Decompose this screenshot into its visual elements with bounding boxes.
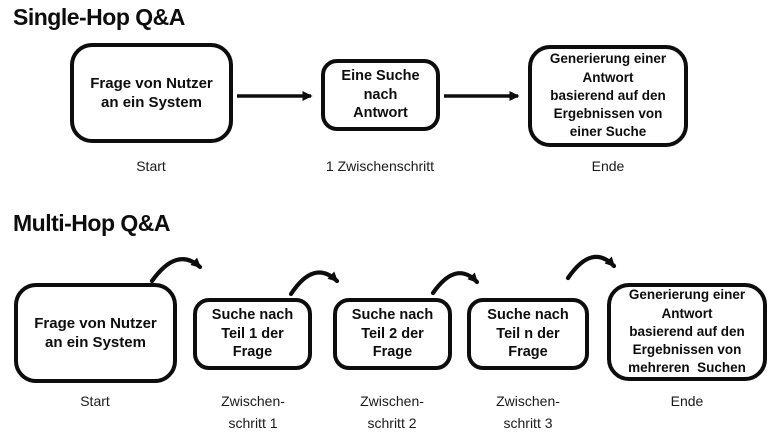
multi-hop-caption-start: Start <box>80 393 110 409</box>
multi-hop-node-step1: Suche nach Teil 1 der Frage <box>193 298 312 370</box>
single-hop-caption-end: Ende <box>591 158 625 174</box>
single-hop-node-end: Generierung einer Antwort basierend auf … <box>528 45 688 147</box>
node-text: Suche nach Teil 2 der Frage <box>351 306 434 361</box>
arrow-multihop-1 <box>149 257 203 284</box>
multi-hop-caption-step3: Zwischen- schritt 3 <box>496 393 560 431</box>
single-hop-caption-step: 1 Zwischenschritt <box>325 158 435 174</box>
node-text: Eine Suche nach Antwort <box>341 67 420 122</box>
node-text: Frage von Nutzer an ein System <box>34 314 157 352</box>
multi-hop-title: Multi-Hop Q&A <box>13 210 171 236</box>
node-text: Frage von Nutzer an ein System <box>90 74 213 112</box>
single-hop-title: Single-Hop Q&A <box>13 4 185 30</box>
multi-hop-node-start: Frage von Nutzer an ein System <box>14 283 177 383</box>
multi-hop-node-step2: Suche nach Teil 2 der Frage <box>333 298 452 370</box>
node-text: Generierung einer Antwort basierend auf … <box>549 51 667 140</box>
node-text: Suche nach Teil n der Frage <box>487 306 569 361</box>
arrow-multihop-2 <box>288 270 340 297</box>
multi-hop-caption-end: Ende <box>670 393 704 409</box>
arrow-multihop-4 <box>565 254 617 281</box>
single-hop-node-step: Eine Suche nach Antwort <box>321 59 440 131</box>
single-hop-node-start: Frage von Nutzer an ein System <box>70 43 233 143</box>
node-text: Generierung einer Antwort basierend auf … <box>628 287 746 376</box>
arrow-multihop-3 <box>430 271 480 296</box>
multi-hop-node-end: Generierung einer Antwort basierend auf … <box>607 283 767 381</box>
node-text: Suche nach Teil 1 der Frage <box>211 306 294 361</box>
multi-hop-node-stepn: Suche nach Teil n der Frage <box>467 298 589 370</box>
multi-hop-caption-step2: Zwischen- schritt 2 <box>360 393 424 431</box>
single-hop-caption-start: Start <box>136 158 166 174</box>
multi-hop-caption-step1: Zwischen- schritt 1 <box>221 393 285 431</box>
